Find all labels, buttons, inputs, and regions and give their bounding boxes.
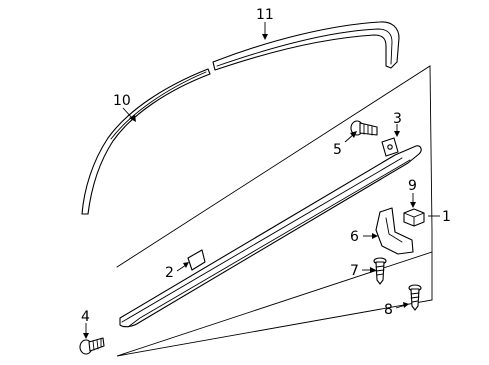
callout-7: 7 [350,263,359,279]
bracket-part-6 [375,207,414,255]
callout-5: 5 [333,142,342,158]
roof-moulding-front [81,68,211,215]
callout-1: 1 [442,209,451,225]
callout-10: 10 [113,93,131,109]
callout-11: 11 [256,7,274,23]
assembly-panel-outline [116,65,433,357]
callout-9: 9 [408,178,417,194]
callout-2: 2 [165,265,174,281]
callout-6: 6 [350,229,359,245]
screw-part-8 [408,284,422,311]
callout-4: 4 [81,309,90,325]
callout-3: 3 [393,111,402,127]
callout-8: 8 [384,302,393,318]
bolt-part-4 [79,337,105,355]
screw-part-7 [373,257,387,285]
bolt-part-5 [350,120,378,136]
roof-moulding-upper [212,21,400,71]
